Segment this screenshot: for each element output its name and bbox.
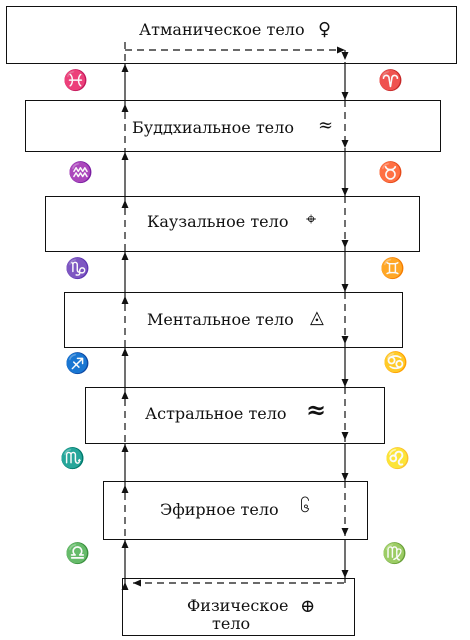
right-down-arrowhead: [341, 570, 349, 578]
left-inner-up-arrowhead: [121, 104, 129, 112]
sagittarius-icon: ♐: [65, 351, 90, 375]
left-up-arrowhead: [121, 152, 129, 160]
right-down-arrowhead: [341, 379, 349, 387]
buddhial-body-box: [25, 100, 441, 152]
left-inner-up-arrowhead: [121, 485, 129, 493]
atmanic-body-symbol-icon: ♀: [318, 19, 332, 40]
aries-icon: ♈: [378, 68, 403, 92]
right-down-arrowhead: [341, 188, 349, 196]
right-inner-down-arrowhead: [341, 140, 349, 148]
atmanic-body-label: Атманическое тело: [139, 20, 305, 39]
scorpio-icon: ♏: [60, 446, 85, 470]
capricorn-icon: ♑: [65, 256, 90, 280]
causal-body-box: [45, 196, 420, 252]
etheric-body-box: [103, 481, 368, 540]
libra-icon: ♎: [65, 541, 90, 565]
left-inner-up-arrowhead: [121, 391, 129, 399]
top-right-arrowhead: [337, 46, 345, 54]
astral-body-symbol-icon: ≈: [306, 395, 327, 424]
bottom-left-arrowhead: [133, 579, 141, 587]
mental-body-label: Ментальное тело: [147, 310, 294, 329]
left-up-arrowhead: [121, 540, 129, 548]
buddhial-body-label: Буддхиальное тело: [132, 118, 294, 137]
causal-body-symbol-icon: ⌖: [306, 209, 317, 230]
etheric-body-label: Эфирное тело: [160, 500, 279, 519]
right-inner-down-arrowhead: [341, 432, 349, 440]
left-up-arrowhead: [121, 252, 129, 260]
aquarius-icon: ♒: [68, 160, 93, 184]
left-inner-up-arrowhead: [121, 296, 129, 304]
left-up-arrowhead: [121, 348, 129, 356]
astral-body-label: Астральное тело: [145, 404, 287, 423]
leo-icon: ♌: [385, 446, 410, 470]
buddhial-body-symbol-icon: ≈: [318, 115, 334, 136]
right-inner-down-arrowhead: [341, 528, 349, 536]
etheric-body-symbol-icon: ၆: [300, 496, 311, 517]
left-inner-up-arrowhead: [121, 200, 129, 208]
pisces-icon: ♓: [63, 68, 88, 92]
physical-body-label-line2: тело: [212, 614, 251, 633]
astral-body-box: [85, 387, 385, 444]
right-inner-down-arrowhead: [341, 240, 349, 248]
left-up-arrowhead: [121, 444, 129, 452]
cancer-icon: ♋: [383, 350, 408, 374]
physical-body-box: [122, 578, 355, 636]
taurus-icon: ♉: [378, 160, 403, 184]
right-inner-down-arrowhead: [341, 336, 349, 344]
left-inner-up-arrowhead: [121, 582, 129, 590]
physical-body-symbol-icon: ⊕: [300, 596, 316, 617]
right-down-arrowhead: [341, 92, 349, 100]
virgo-icon: ♍: [382, 541, 407, 565]
atmanic-body-box: [6, 6, 457, 64]
right-down-arrowhead: [341, 473, 349, 481]
right-down-arrowhead: [341, 284, 349, 292]
left-up-arrowhead: [121, 64, 129, 72]
right-inner-down-arrowhead: [341, 52, 349, 60]
causal-body-label: Каузальное тело: [147, 212, 289, 231]
gemini-icon: ♊: [380, 256, 405, 280]
physical-body-label-line1: Физическое: [187, 596, 289, 615]
mental-body-symbol-icon: ◬: [310, 307, 324, 328]
